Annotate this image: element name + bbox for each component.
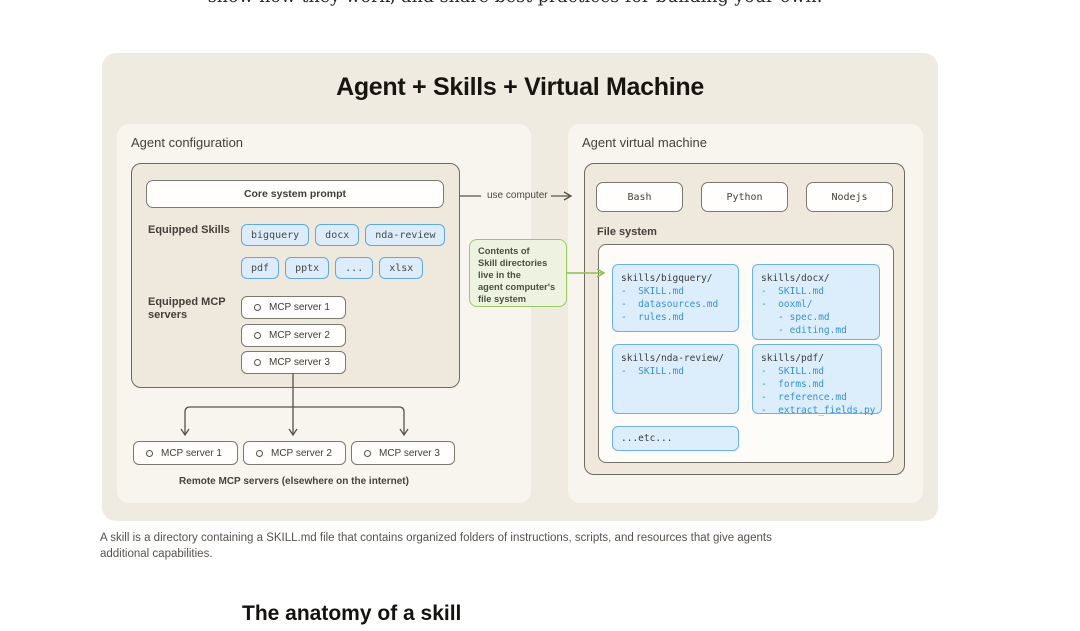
diagram-title: Agent + Skills + Virtual Machine (336, 73, 704, 101)
skills-row-1: bigquery docx nda-review (241, 224, 446, 246)
server-circle-icon (254, 304, 261, 311)
runtime-python-box: Python (701, 182, 788, 212)
diagram-panel: Agent + Skills + Virtual Machine Agent c… (102, 53, 938, 521)
dir-box-nda-review: skills/nda-review/ - SKILL.md (612, 344, 739, 414)
mcp-server-1-box: MCP server 1 (241, 296, 346, 319)
server-circle-icon (364, 449, 371, 457)
remote-mcp-server-label: MCP server 2 (271, 447, 332, 459)
skills-row-2: pdf pptx ... xlsx (241, 257, 424, 279)
agent-vm-panel: Agent virtual machine Bash Python Nodejs… (568, 124, 923, 503)
core-system-prompt-box: Core system prompt (146, 180, 444, 208)
file-system-box: skills/bigquery/ - SKILL.md - datasource… (598, 244, 894, 463)
mcp-server-2-box: MCP server 2 (241, 324, 346, 347)
skill-chip-ellipsis: ... (335, 257, 374, 279)
use-computer-label: use computer (487, 190, 548, 201)
dir-title: skills/pdf/ (761, 353, 824, 364)
runtime-bash-box: Bash (596, 182, 683, 212)
server-circle-icon (254, 359, 261, 366)
dir-items: - SKILL.md - ooxml/ - spec.md - editing.… (761, 286, 847, 336)
server-circle-icon (254, 332, 261, 339)
dir-box-bigquery: skills/bigquery/ - SKILL.md - datasource… (612, 264, 739, 332)
runtime-nodejs-box: Nodejs (806, 182, 893, 212)
dir-items: - SKILL.md - datasources.md - rules.md (621, 286, 719, 323)
remote-mcp-server-label: MCP server 3 (379, 447, 440, 459)
remote-mcp-server-3-box: MCP server 3 (351, 441, 455, 465)
dir-title: skills/nda-review/ (621, 353, 724, 364)
mcp-server-label: MCP server 1 (269, 302, 330, 313)
skill-chip-nda-review: nda-review (365, 224, 446, 246)
server-circle-icon (146, 449, 153, 457)
agent-vm-heading: Agent virtual machine (582, 135, 708, 150)
remote-mcp-server-2-box: MCP server 2 (243, 441, 346, 465)
skill-chip-pdf: pdf (241, 257, 280, 279)
equipped-skills-label: Equipped Skills (148, 224, 230, 236)
agent-vm-box: Bash Python Nodejs File system skills/bi… (584, 163, 905, 475)
file-system-label: File system (597, 226, 657, 238)
agent-configuration-heading: Agent configuration (131, 135, 244, 150)
agent-configuration-panel: Agent configuration Core system prompt E… (117, 124, 531, 503)
anatomy-section-heading: The anatomy of a skill (242, 602, 462, 625)
server-circle-icon (256, 449, 263, 457)
dir-box-docx: skills/docx/ - SKILL.md - ooxml/ - spec.… (752, 264, 880, 340)
skill-chip-bigquery: bigquery (241, 224, 310, 246)
dir-items: - SKILL.md - forms.md - reference.md - e… (761, 366, 876, 416)
dir-title: skills/docx/ (761, 273, 830, 284)
skill-chip-docx: docx (315, 224, 360, 246)
remote-mcp-server-label: MCP server 1 (161, 447, 222, 459)
skill-definition-caption: A skill is a directory containing a SKIL… (100, 532, 772, 560)
dir-title: ...etc... (621, 433, 673, 444)
mcp-server-label: MCP server 3 (269, 357, 330, 368)
remote-mcp-server-1-box: MCP server 1 (133, 441, 238, 465)
intro-paragraph-clipped: show how they work, and share best pract… (0, 0, 1030, 7)
dir-box-pdf: skills/pdf/ - SKILL.md - forms.md - refe… (752, 344, 882, 416)
dir-box-etc: ...etc... (612, 426, 739, 451)
skill-contents-note: Contents of Skill directories live in th… (469, 239, 567, 307)
mcp-server-label: MCP server 2 (269, 330, 330, 341)
equipped-mcp-label: Equipped MCP servers (148, 296, 226, 321)
mcp-server-3-box: MCP server 3 (241, 351, 346, 374)
agent-configuration-box: Core system prompt Equipped Skills bigqu… (131, 163, 460, 388)
dir-title: skills/bigquery/ (621, 273, 713, 284)
skill-chip-xlsx: xlsx (379, 257, 424, 279)
dir-items: - SKILL.md (621, 366, 684, 377)
skill-chip-pptx: pptx (285, 257, 330, 279)
remote-mcp-caption: Remote MCP servers (elsewhere on the int… (179, 476, 409, 487)
